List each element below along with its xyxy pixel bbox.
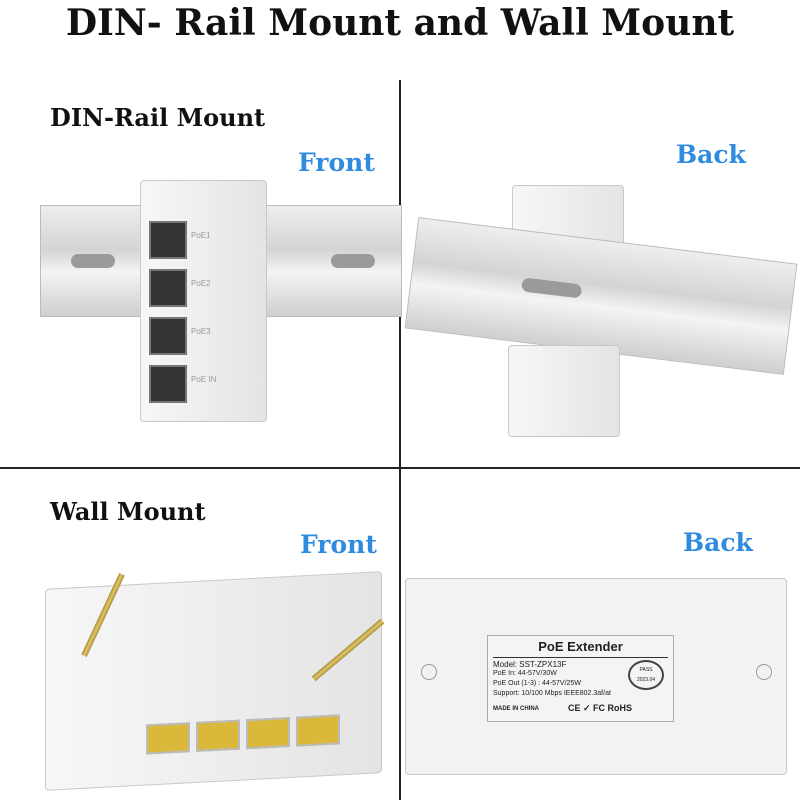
horizontal-divider [0, 467, 800, 469]
wall-back-label: Back [683, 528, 753, 557]
product-label: PoE Extender Model: SST-ZPX13F PoE In: 4… [487, 635, 674, 722]
label-title: PoE Extender [538, 639, 623, 654]
pass-text: PASS [639, 667, 653, 673]
device-back-clip [508, 345, 620, 437]
port-label: PoE2 [191, 279, 211, 288]
port-label: PoE1 [191, 231, 211, 240]
label-origin: MADE IN CHINA [493, 706, 539, 712]
label-support: Support: 10/100 Mbps IEEE802.3af/at [493, 690, 611, 697]
label-poe-in: PoE In: 44-57V/30W [493, 670, 557, 677]
certification-marks: CE ✓ FC RoHS [568, 703, 633, 713]
pass-date: 2023.04 [636, 677, 656, 683]
device-front: PoE1 PoE2 PoE3 PoE IN [140, 180, 267, 422]
device-wall-front [45, 571, 382, 791]
vertical-divider [399, 80, 401, 800]
page-title: DIN- Rail Mount and Wall Mount [65, 2, 735, 44]
label-model: Model: SST-ZPX13F [493, 660, 567, 669]
din-back-label: Back [676, 140, 746, 169]
din-rail-heading: DIN-Rail Mount [50, 103, 266, 132]
pass-stamp: PASS 2023.04 [628, 660, 664, 690]
port-label: PoE IN [191, 375, 217, 384]
label-poe-out: PoE Out (1-3) : 44-57V/25W [493, 680, 581, 687]
wall-front-label: Front [300, 530, 377, 559]
wall-heading: Wall Mount [50, 497, 206, 526]
port-label: PoE3 [191, 327, 211, 336]
din-front-label: Front [298, 148, 375, 177]
